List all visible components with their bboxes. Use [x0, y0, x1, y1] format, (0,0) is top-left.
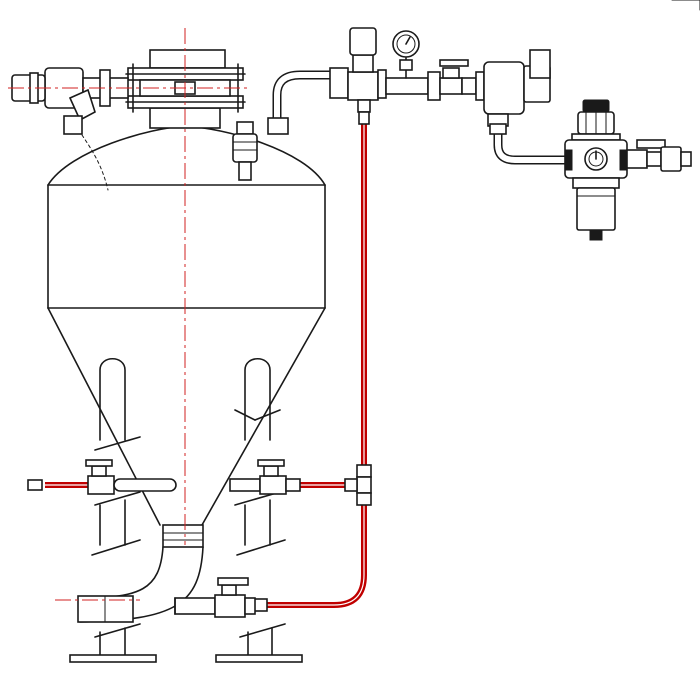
discharge-air-valve	[214, 577, 256, 618]
cone-outlet	[162, 524, 204, 548]
pilot-valve	[483, 61, 525, 115]
air-header	[329, 27, 551, 127]
top-air-pipe	[267, 70, 330, 135]
leg-right-upper	[244, 357, 271, 441]
centerlines	[8, 28, 250, 601]
filter-bowl	[576, 187, 616, 231]
header-silencer	[349, 27, 377, 56]
inlet-cap	[149, 49, 226, 69]
material-inlet-valve	[11, 49, 246, 191]
regulator-valve-handle[interactable]	[636, 139, 666, 149]
foot-right	[215, 654, 303, 663]
air-filter-regulator	[564, 99, 692, 241]
regulator-branch	[489, 123, 565, 165]
header-valve-handle[interactable]	[439, 59, 469, 67]
aeration-valve-right	[229, 459, 301, 495]
air-hose-network	[27, 99, 372, 612]
vessel-dome	[47, 125, 326, 186]
pressure-gauge-icon	[392, 30, 420, 79]
safety-valve	[232, 121, 258, 181]
support-legs	[69, 357, 303, 663]
foot-left	[69, 654, 157, 663]
aeration-valve-left	[85, 459, 177, 495]
discharge-elbow	[77, 546, 216, 623]
header-tee	[347, 71, 379, 101]
corner-mark	[671, 0, 700, 11]
leg-left-upper	[99, 357, 126, 441]
